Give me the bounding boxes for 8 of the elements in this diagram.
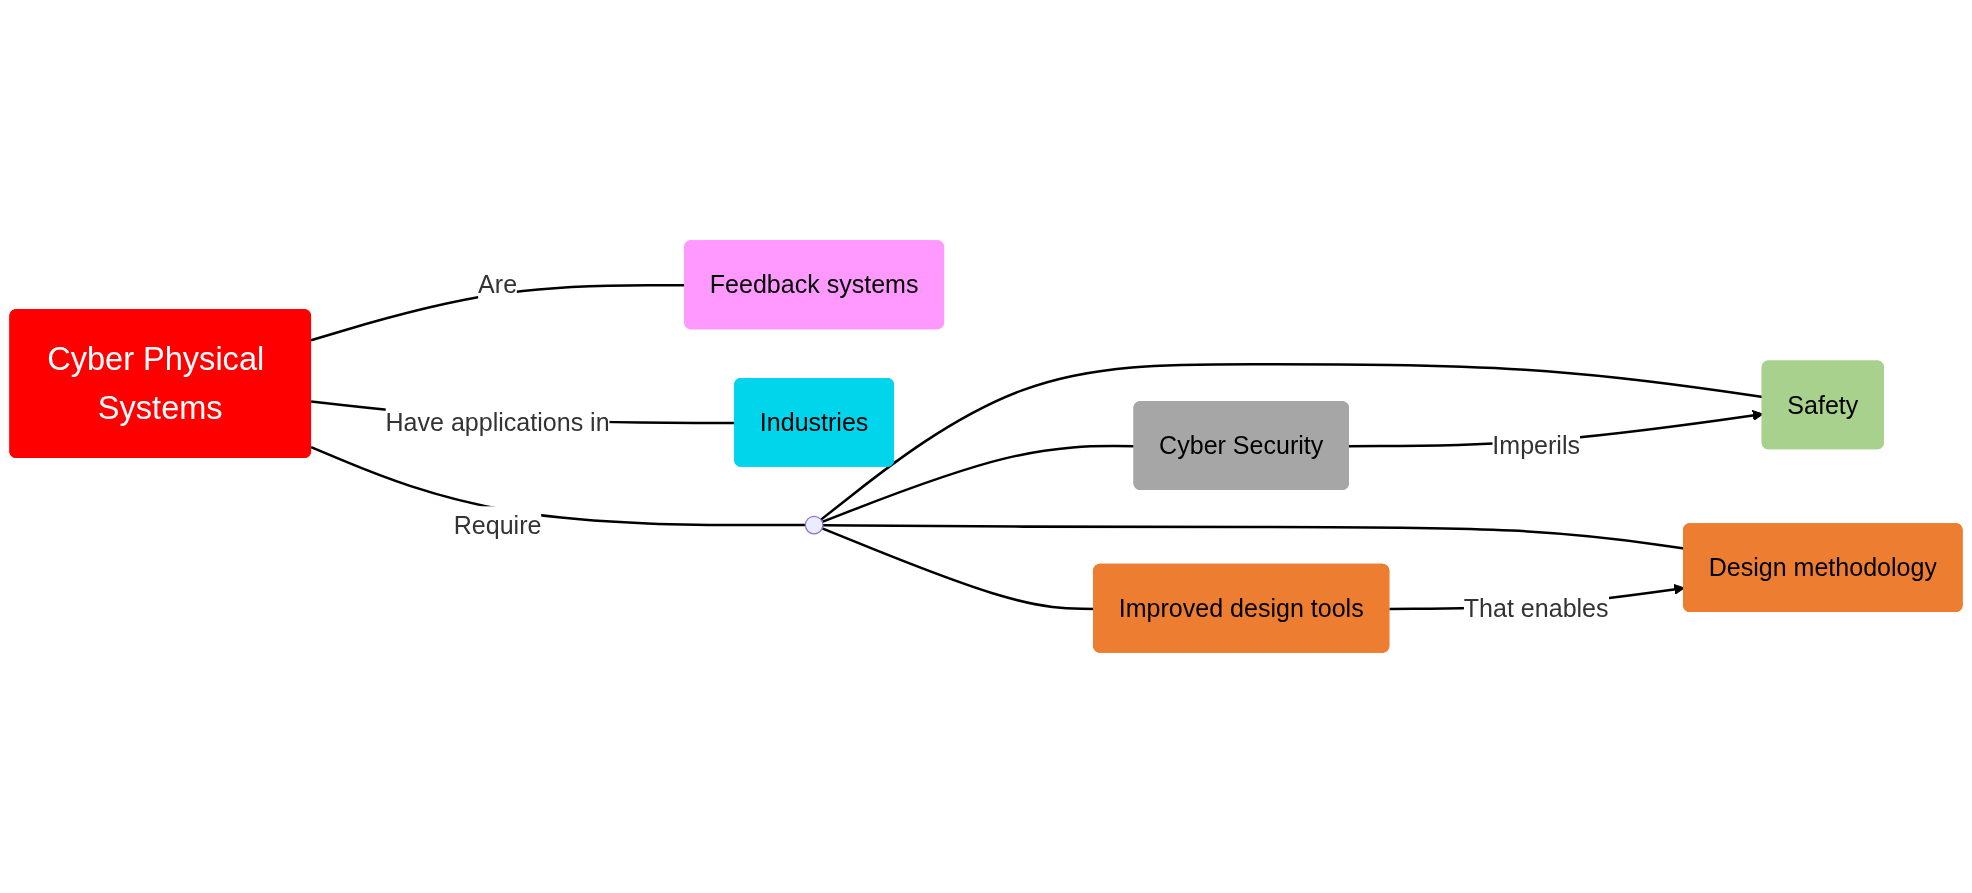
node-circle xyxy=(804,515,824,535)
connector xyxy=(310,446,806,527)
edge-label: Are xyxy=(478,270,518,299)
edge-label: Have applications in xyxy=(385,408,610,437)
edge-label: Require xyxy=(453,511,542,539)
edge-label: Imperils xyxy=(1492,431,1581,460)
connector xyxy=(821,444,1135,524)
edge-label: That enables xyxy=(1463,594,1609,623)
